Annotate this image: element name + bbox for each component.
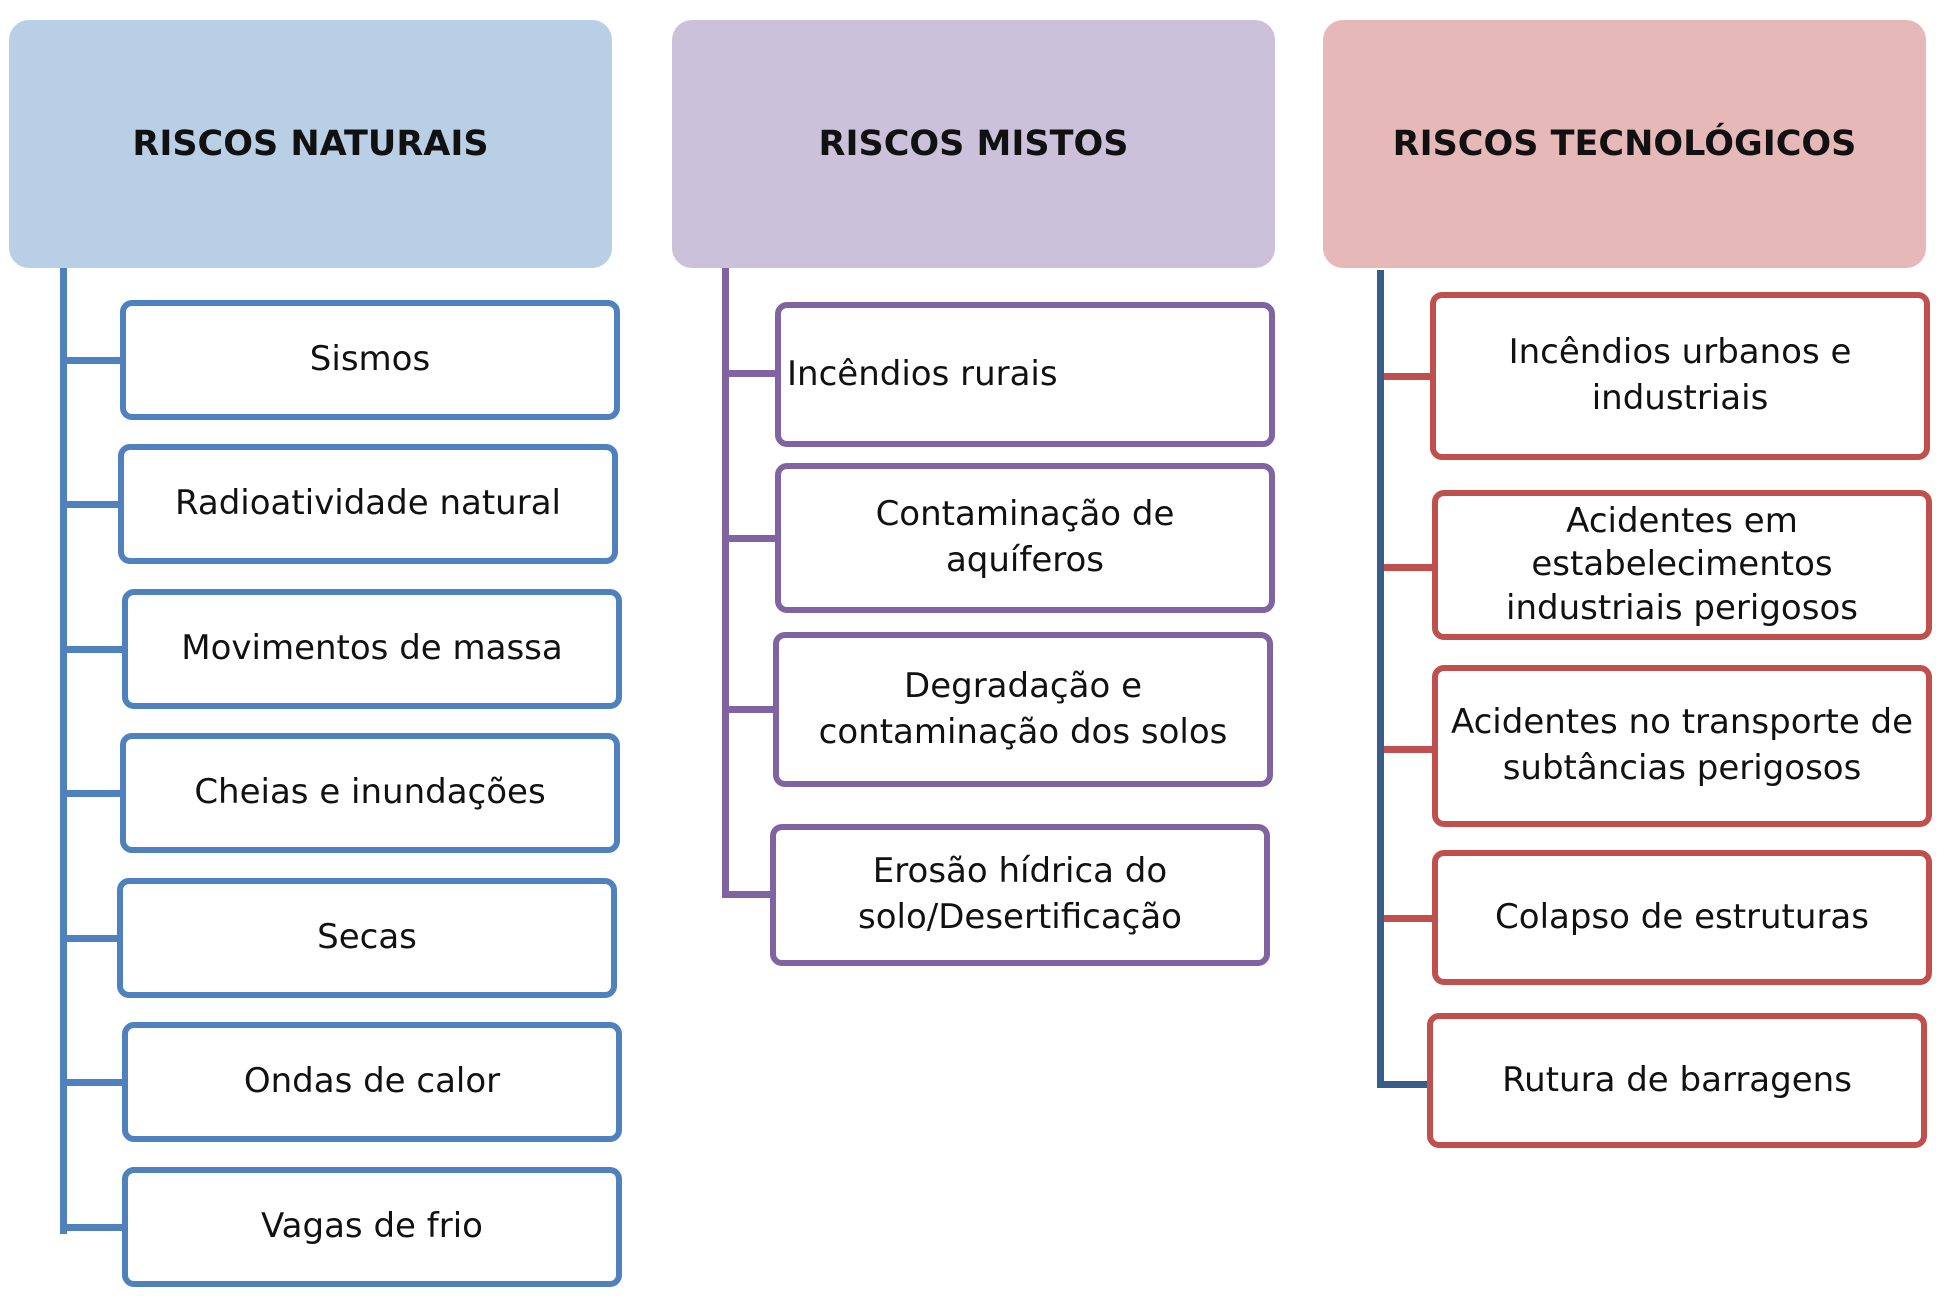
- risk-item-contaminacao-de-aquiferos: Contaminação de aquíferos: [775, 463, 1275, 613]
- risk-item-secas: Secas: [117, 878, 617, 998]
- connector-trunk-mistos: [722, 268, 729, 898]
- connector-branch-solos: [722, 706, 778, 713]
- risk-item-radioatividade-natural: Radioatividade natural: [118, 444, 618, 564]
- connector-branch-cheias: [60, 790, 122, 797]
- connector-branch-ondas: [60, 1079, 122, 1086]
- header-riscos-naturais: RISCOS NATURAIS: [9, 20, 612, 268]
- risk-item-sismos: Sismos: [120, 300, 620, 420]
- connector-trunk-naturais: [60, 268, 67, 1234]
- risk-item-incendios-urbanos-e-industriais: Incêndios urbanos e industriais: [1430, 292, 1930, 460]
- connector-branch-barragens: [1377, 1081, 1434, 1088]
- header-riscos-mistos: RISCOS MISTOS: [672, 20, 1275, 268]
- risk-item-vagas-de-frio: Vagas de frio: [122, 1167, 622, 1287]
- risk-item-movimentos-de-massa: Movimentos de massa: [122, 589, 622, 709]
- risk-item-acidentes-transporte-substancias: Acidentes no transporte de subtâncias pe…: [1432, 665, 1932, 827]
- risk-item-acidentes-estabelecimentos-industriais: Acidentes em estabelecimentos industriai…: [1432, 490, 1932, 640]
- connector-branch-incendios-urbanos: [1384, 373, 1434, 380]
- connector-branch-incendios-rurais: [722, 370, 778, 377]
- connector-branch-movimentos: [60, 646, 122, 653]
- risk-item-incendios-rurais: Incêndios rurais: [775, 302, 1275, 447]
- connector-branch-sismos: [60, 357, 122, 364]
- connector-branch-erosao: [722, 891, 778, 898]
- connector-branch-colapso: [1384, 915, 1434, 922]
- risk-item-colapso-de-estruturas: Colapso de estruturas: [1432, 850, 1932, 985]
- risk-item-erosao-hidrica-desertificacao: Erosão hídrica do solo/Desertificação: [770, 824, 1270, 966]
- connector-trunk-tecnologicos: [1377, 270, 1384, 1088]
- header-riscos-naturais-label: RISCOS NATURAIS: [132, 124, 489, 164]
- risk-item-cheias-e-inundacoes: Cheias e inundações: [120, 733, 620, 853]
- connector-branch-aquiferos: [722, 535, 778, 542]
- header-riscos-mistos-label: RISCOS MISTOS: [818, 124, 1129, 164]
- connector-branch-transporte: [1384, 746, 1434, 753]
- connector-branch-secas: [60, 935, 122, 942]
- risk-item-degradacao-e-contaminacao-dos-solos: Degradação e contaminação dos solos: [773, 632, 1273, 787]
- risk-item-ondas-de-calor: Ondas de calor: [122, 1022, 622, 1142]
- connector-branch-vagas: [60, 1224, 122, 1231]
- risk-item-rutura-de-barragens: Rutura de barragens: [1427, 1013, 1927, 1148]
- connector-branch-estabelecimentos: [1384, 564, 1434, 571]
- connector-branch-radioatividade: [60, 501, 122, 508]
- header-riscos-tecnologicos: RISCOS TECNOLÓGICOS: [1323, 20, 1926, 268]
- header-riscos-tecnologicos-label: RISCOS TECNOLÓGICOS: [1392, 124, 1857, 164]
